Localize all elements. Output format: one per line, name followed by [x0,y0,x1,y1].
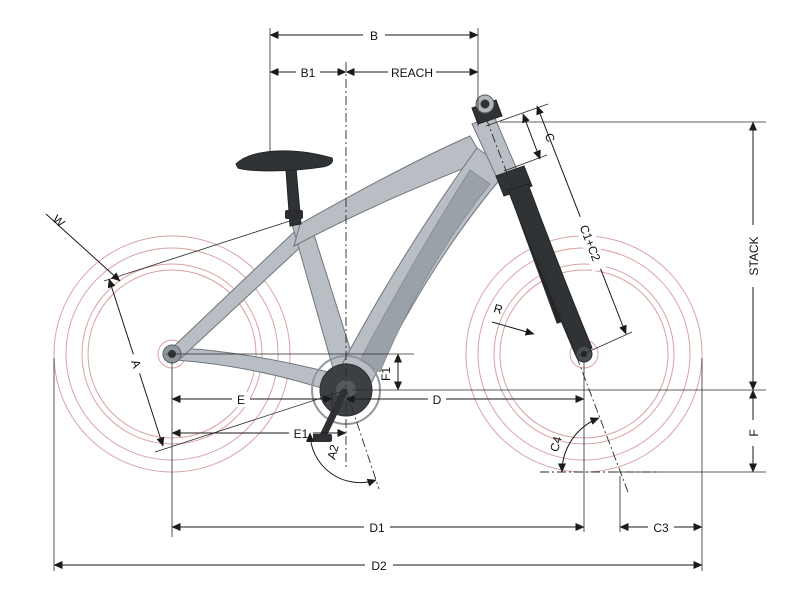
label-r: R [492,301,505,317]
saddle [235,150,333,172]
seat-clamp [285,210,303,219]
label-stack: STACK [747,236,761,275]
label-c4: C4 [547,434,565,453]
label-a: A [128,358,144,370]
label-b: B [370,29,378,43]
label-b1: B1 [301,66,316,80]
label-c3: C3 [653,521,669,535]
label-f: F [747,429,761,436]
label-reach: REACH [391,66,433,80]
label-a2: A2 [324,443,341,461]
label-f1: F1 [379,367,393,381]
label-c1c2: C1+C2 [577,223,604,264]
seat-stay [171,231,307,359]
label-w: W [50,212,68,230]
label-e: E [237,393,245,407]
label-d: D [433,393,442,407]
top-tube [293,135,485,247]
label-d2: D2 [371,559,387,573]
battery-panel [359,169,491,373]
handlebar-clamp-center [480,99,490,109]
label-d1: D1 [369,521,385,535]
label-e1: E1 [294,427,309,441]
